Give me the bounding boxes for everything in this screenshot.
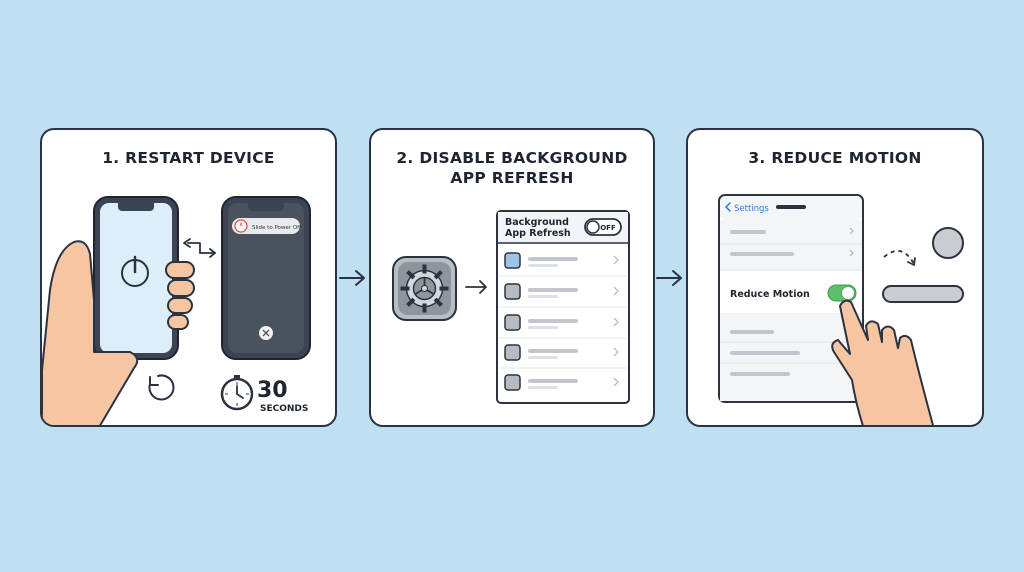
settings-gear-icon xyxy=(392,256,457,321)
background-refresh-illustration: Background App Refresh OFF xyxy=(392,210,630,404)
step-restart-device-panel: 1. RESTART DEVICE xyxy=(40,128,337,427)
phone-slide-to-power-off-screen xyxy=(221,196,311,360)
setting-label-line2: App Refresh xyxy=(505,228,571,239)
reduce-motion-label: Reduce Motion xyxy=(730,289,810,300)
step-disable-background-app-refresh-panel: 2. DISABLE BACKGROUND APP REFRESH xyxy=(369,128,655,427)
stopwatch-icon xyxy=(220,375,254,411)
phone-power-icon-screen xyxy=(93,196,179,360)
app-rows xyxy=(499,252,627,391)
motion-ball-icon xyxy=(882,227,964,303)
reduce-motion-illustration: Settings Reduce Motion xyxy=(718,194,964,425)
step-title: 3. REDUCE MOTION xyxy=(748,149,922,167)
back-settings-link: Settings xyxy=(734,204,769,214)
step-title: 2. DISABLE BACKGROUND APP REFRESH xyxy=(396,149,628,187)
step-title: 1. RESTART DEVICE xyxy=(102,149,275,167)
arrow-icon xyxy=(465,280,487,294)
app-refresh-settings-list xyxy=(496,210,630,404)
accessibility-settings-screen xyxy=(718,194,864,403)
next-step-arrow-icon xyxy=(656,270,682,286)
restart-illustration: 30 SECONDS Slide to Power Off xyxy=(42,196,311,425)
toggle-off-label: OFF xyxy=(600,224,616,232)
restart-arrow-icon xyxy=(148,374,175,401)
switch-arrows-icon xyxy=(183,238,216,258)
setting-label-line1: Background xyxy=(505,217,569,228)
timer-value: 30 xyxy=(257,378,288,403)
pointing-hand xyxy=(831,299,934,425)
step-reduce-motion-panel: 3. REDUCE MOTION xyxy=(686,128,984,427)
slide-to-power-off-label: Slide to Power Off xyxy=(252,225,301,231)
next-step-arrow-icon xyxy=(339,270,365,286)
timer-unit: SECONDS xyxy=(260,404,308,414)
hand-holding-phone xyxy=(42,240,195,425)
